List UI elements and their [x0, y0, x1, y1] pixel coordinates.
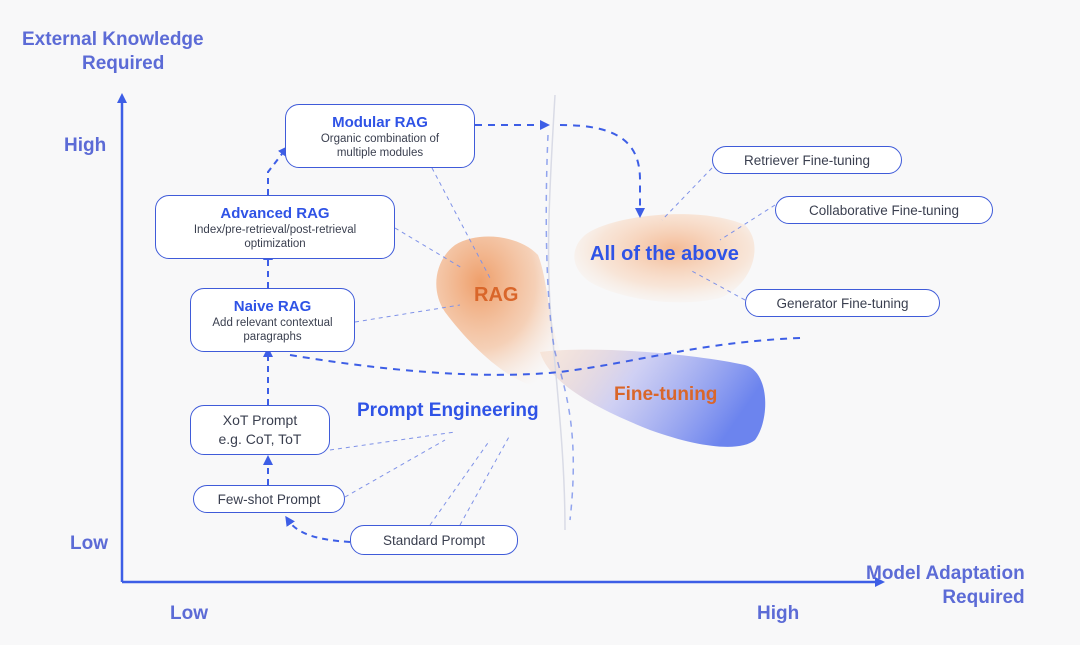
rag-region-blob [436, 236, 562, 389]
rag-region-label: RAG [474, 284, 519, 306]
advanced-rag-node[interactable]: Advanced RAG Index/pre-retrieval/post-re… [155, 195, 395, 259]
naive-rag-desc-1: Add relevant contextual [212, 316, 333, 329]
y-axis-title-line2: Required [82, 53, 165, 74]
xot-prompt-node[interactable]: XoT Prompt e.g. CoT, ToT [190, 405, 330, 455]
connector-standard-1 [429, 439, 491, 526]
connector-retriever [661, 167, 713, 221]
naive-rag-node[interactable]: Naive RAG Add relevant contextual paragr… [190, 288, 355, 352]
y-axis-title: External Knowledge Required [22, 28, 204, 76]
connector-standard-2 [459, 434, 511, 526]
y-low-label: Low [70, 533, 108, 554]
arrow-advanced-to-modular [267, 146, 289, 195]
xot-prompt-line2: e.g. CoT, ToT [218, 431, 302, 447]
connector-xot-prompt [329, 431, 456, 451]
y-high-label: High [64, 135, 107, 156]
x-axis-title-line1: Model Adaptation [866, 563, 1025, 584]
fine-tuning-region-label: Fine-tuning [614, 384, 718, 405]
x-axis-title-line2: Required [942, 587, 1025, 608]
few-shot-prompt-pill[interactable]: Few-shot Prompt [193, 485, 345, 513]
x-high-label: High [757, 603, 800, 624]
xot-prompt-line1: XoT Prompt [222, 412, 298, 428]
collaborative-fine-tuning-pill[interactable]: Collaborative Fine-tuning [775, 196, 993, 224]
retriever-fine-tuning-pill[interactable]: Retriever Fine-tuning [712, 146, 902, 174]
all-of-the-above-label: All of the above [590, 243, 739, 265]
boundary-curve-horizontal [289, 337, 801, 376]
faint-guide-curve [547, 94, 566, 531]
modular-rag-desc-1: Organic combination of [320, 132, 440, 145]
naive-rag-title: Naive RAG [233, 297, 312, 315]
connector-generator [689, 269, 746, 301]
fine-tuning-region-blob [540, 349, 766, 447]
boundary-curve-vertical [545, 134, 575, 521]
advanced-rag-title: Advanced RAG [220, 204, 330, 222]
prompt-engineering-label: Prompt Engineering [357, 400, 539, 421]
connector-naive-rag [354, 304, 461, 323]
modular-rag-title: Modular RAG [332, 113, 428, 131]
y-axis-title-line1: External Knowledge [22, 29, 204, 50]
arrow-standard-to-few [285, 515, 351, 543]
connector-advanced-rag [394, 227, 463, 269]
naive-rag-desc-2: paragraphs [243, 330, 302, 343]
modular-rag-node[interactable]: Modular RAG Organic combination of multi… [285, 104, 475, 168]
x-axis-title: Model Adaptation Required [866, 562, 1025, 610]
modular-rag-desc-2: multiple modules [336, 146, 424, 159]
connector-collaborative [719, 204, 776, 241]
standard-prompt-pill[interactable]: Standard Prompt [350, 525, 518, 555]
advanced-rag-desc-1: Index/pre-retrieval/post-retrieval [193, 223, 357, 236]
x-low-label: Low [170, 603, 208, 624]
advanced-rag-desc-2: optimization [244, 237, 306, 250]
arrow-curve-to-all [559, 124, 645, 218]
connector-few-shot [344, 439, 446, 498]
generator-fine-tuning-pill[interactable]: Generator Fine-tuning [745, 289, 940, 317]
